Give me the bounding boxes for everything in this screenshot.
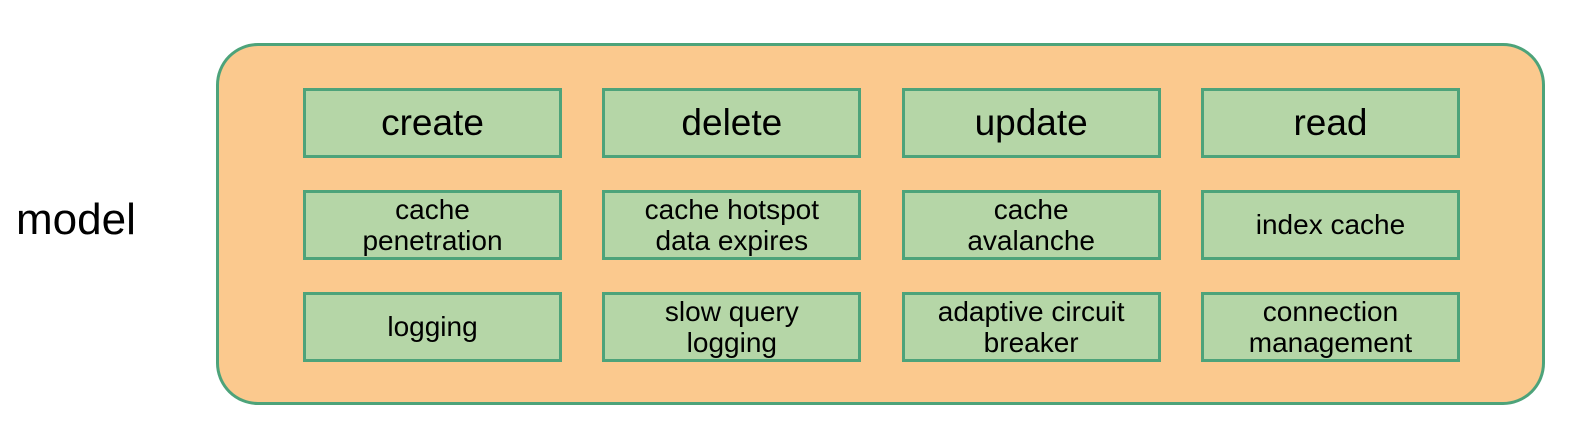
node-label: index cache: [1255, 209, 1406, 241]
node-label: read: [1293, 102, 1368, 144]
node-label: cache avalanche: [967, 193, 1095, 256]
node-label: adaptive circuit breaker: [937, 295, 1125, 358]
node-delete[interactable]: delete: [602, 88, 862, 158]
node-connection-management[interactable]: connection management: [1200, 292, 1460, 362]
node-update[interactable]: update: [901, 88, 1161, 158]
node-label: slow query logging: [664, 295, 799, 358]
node-create[interactable]: create: [303, 88, 562, 158]
node-label: logging: [387, 311, 478, 343]
node-label: create: [381, 102, 484, 144]
node-row-cache-concerns: cache penetration cache hotspot data exp…: [303, 190, 1460, 260]
node-label: update: [974, 102, 1088, 144]
node-grid: create delete update read cache penetrat…: [219, 46, 1542, 402]
node-label: cache penetration: [362, 193, 503, 256]
node-cache-hotspot-data-expires[interactable]: cache hotspot data expires: [602, 190, 862, 260]
node-index-cache[interactable]: index cache: [1200, 190, 1460, 260]
model-group-label: model: [16, 195, 136, 244]
node-slow-query-logging[interactable]: slow query logging: [602, 292, 862, 362]
node-row-operations: create delete update read: [303, 88, 1460, 158]
node-adaptive-circuit-breaker[interactable]: adaptive circuit breaker: [901, 292, 1161, 362]
node-label: connection management: [1248, 295, 1413, 358]
node-row-observability: logging slow query logging adaptive circ…: [303, 292, 1460, 362]
node-read[interactable]: read: [1200, 88, 1460, 158]
node-cache-avalanche[interactable]: cache avalanche: [901, 190, 1161, 260]
node-label: delete: [681, 102, 783, 144]
node-logging[interactable]: logging: [303, 292, 562, 362]
node-cache-penetration[interactable]: cache penetration: [303, 190, 562, 260]
node-label: cache hotspot data expires: [644, 193, 819, 256]
model-group-container: create delete update read cache penetrat…: [216, 43, 1545, 405]
